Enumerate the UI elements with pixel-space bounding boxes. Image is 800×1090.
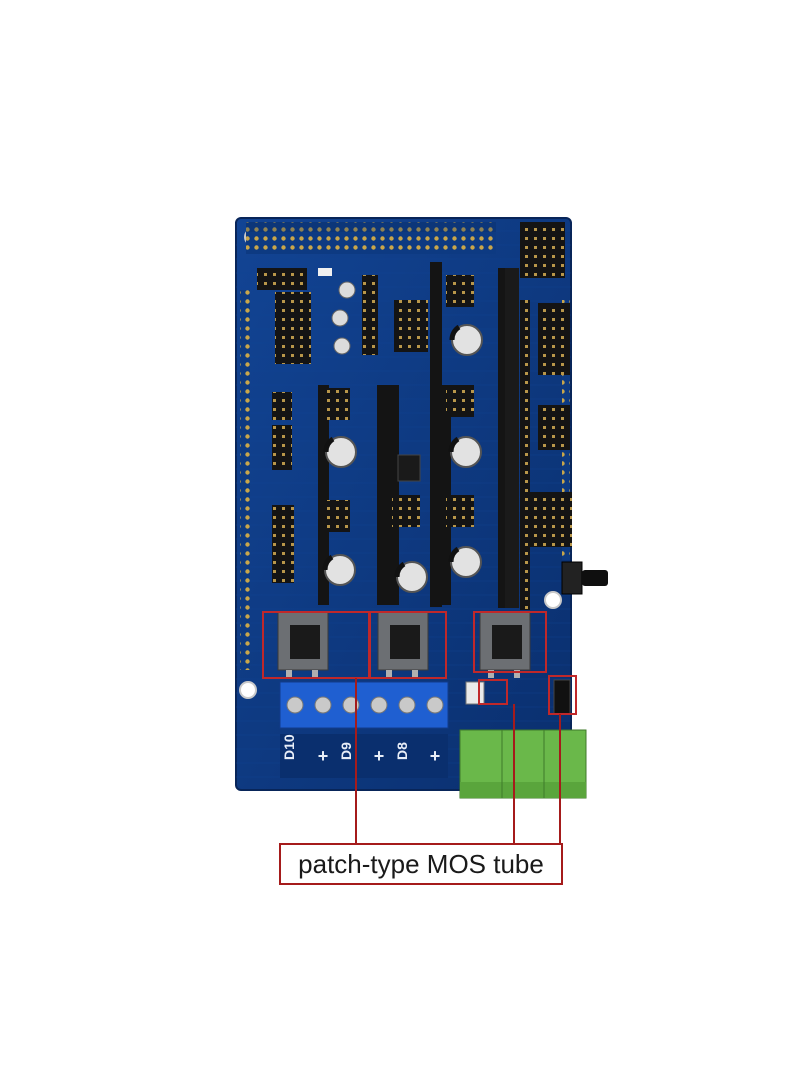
endstop-headers [257, 268, 311, 583]
label-plus: + [374, 746, 385, 766]
smd-chip [397, 454, 421, 482]
reset-button [561, 561, 608, 595]
label-d8: D8 [394, 742, 410, 760]
terminal-labels: D10 + D9 + D8 + [280, 734, 448, 778]
label-plus: + [318, 746, 329, 766]
aux3-header [520, 222, 565, 278]
highlight-boxes [262, 611, 577, 715]
callout-label: patch-type MOS tube [298, 848, 544, 879]
microstep-jumpers [322, 275, 474, 532]
label-d10: D10 [281, 734, 297, 760]
callout-leaders [355, 678, 561, 843]
label-d9: D9 [338, 742, 354, 760]
callout-box: patch-type MOS tube [279, 843, 563, 885]
electrolytic-capacitors [322, 324, 483, 593]
small-capacitors [318, 268, 356, 355]
left-edge-pins [240, 290, 250, 670]
mosfet-q2 [377, 611, 429, 678]
mosfet-q3 [479, 611, 531, 678]
top-pin-header [246, 222, 565, 278]
fuse-f2 [553, 679, 571, 715]
green-power-terminal [459, 729, 587, 799]
label-plus: + [430, 746, 441, 766]
mounting-hole [239, 681, 257, 699]
jumper-header [394, 300, 428, 352]
blue-terminal-block [279, 681, 449, 729]
aux4-header [362, 275, 378, 355]
mounting-hole [544, 591, 562, 609]
fuse-f1 [465, 681, 485, 705]
mosfet-q1 [277, 611, 329, 678]
aux-headers [530, 303, 572, 547]
